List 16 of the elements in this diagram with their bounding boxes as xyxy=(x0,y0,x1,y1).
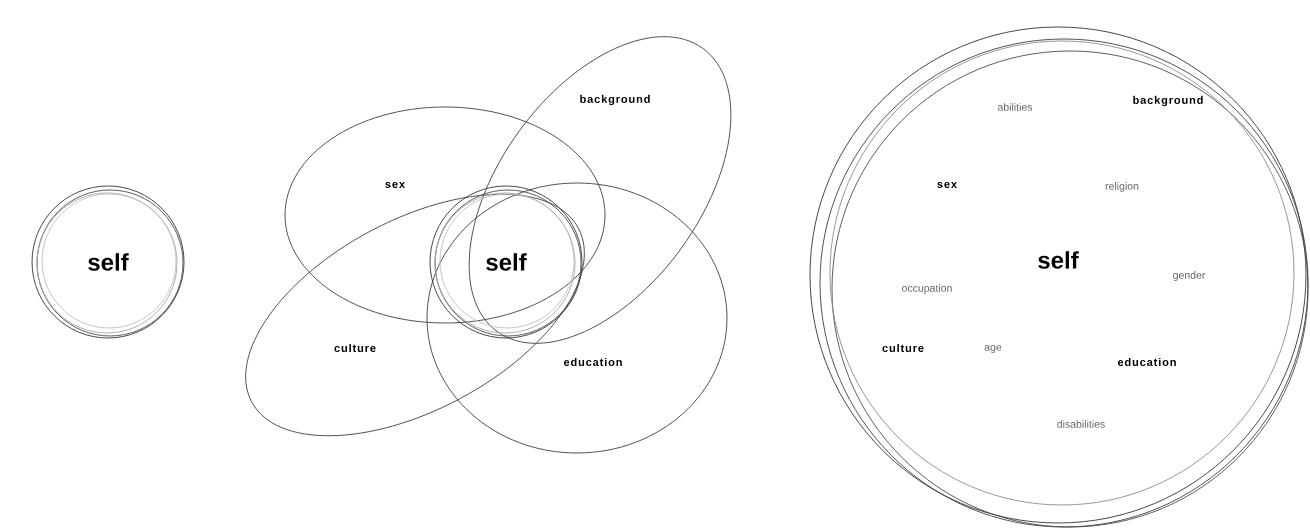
circle xyxy=(31,185,185,339)
circle xyxy=(429,185,583,339)
circle xyxy=(809,26,1309,528)
label: self xyxy=(1038,251,1079,269)
label: sex xyxy=(937,182,957,188)
label: gender xyxy=(1173,271,1206,281)
label: education xyxy=(1117,357,1176,367)
label: self xyxy=(486,253,527,271)
label: religion xyxy=(1105,182,1139,192)
label: abilities xyxy=(997,103,1033,111)
label: age xyxy=(984,345,1002,353)
label: self xyxy=(88,253,129,271)
label: culture xyxy=(882,343,924,353)
label: disabilities xyxy=(1057,420,1105,428)
label: occupation xyxy=(902,284,952,294)
label: background xyxy=(1133,95,1203,107)
